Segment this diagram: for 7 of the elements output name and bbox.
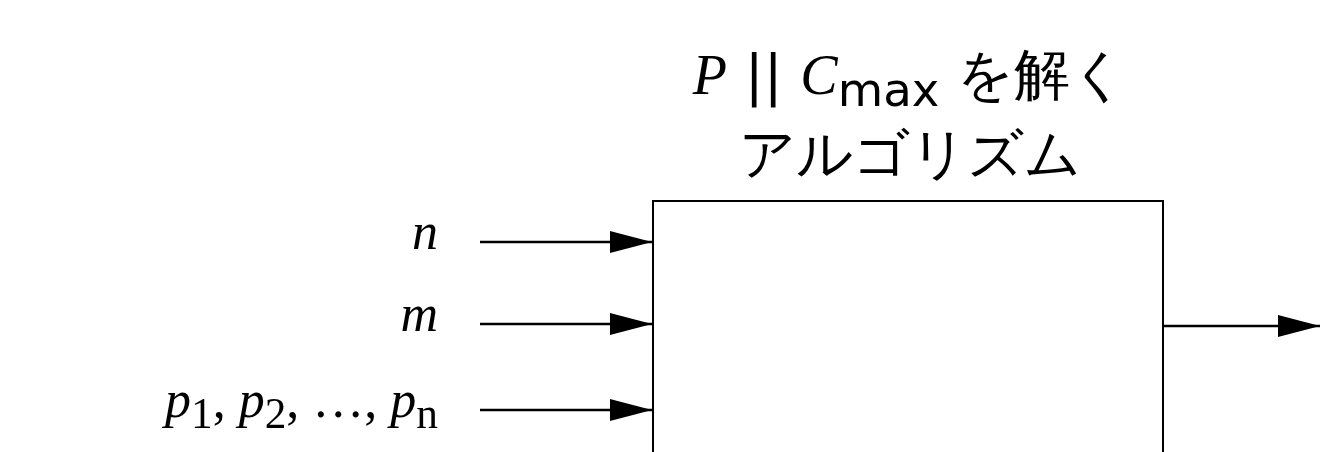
arrow	[480, 231, 652, 253]
box-heading: P || C$_{max}$ を解くアルゴリズム	[691, 42, 1129, 186]
input-label: m	[400, 284, 438, 344]
input-label: n	[412, 202, 438, 262]
arrow	[480, 313, 652, 335]
arrow	[1164, 315, 1320, 337]
arrow	[480, 399, 652, 421]
